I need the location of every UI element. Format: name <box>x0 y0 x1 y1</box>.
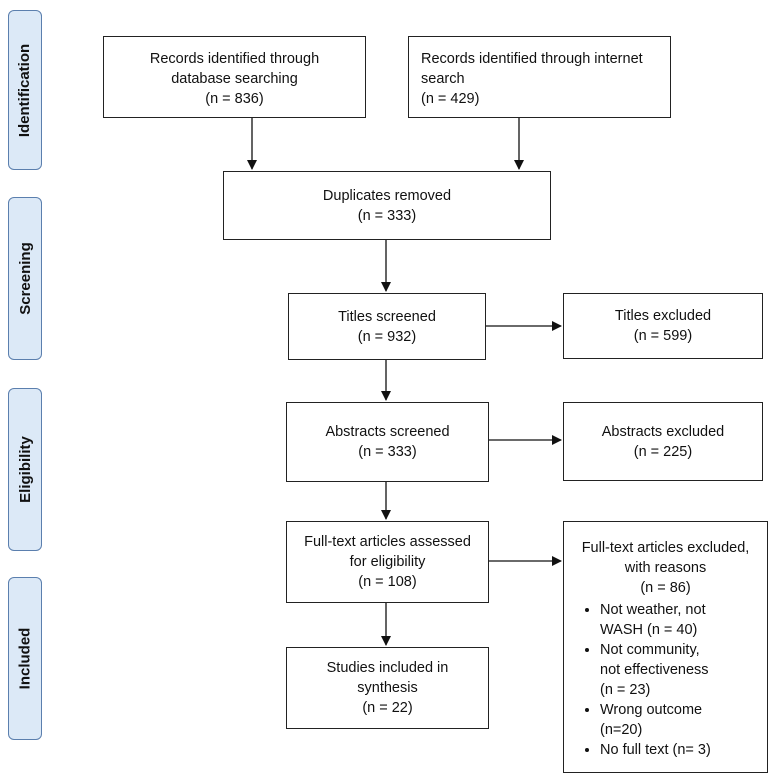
fulltext-assessed-line2: for eligibility <box>349 554 426 570</box>
duplicates-count: (n = 333) <box>357 207 417 224</box>
box-abstracts-screened: Abstracts screened (n = 333) <box>286 402 489 482</box>
database-line2: database searching <box>171 71 298 87</box>
exclusion-reason: Not community, not effectiveness (n = 23… <box>600 640 761 700</box>
titles-screened-label: Titles screened <box>338 308 436 325</box>
internet-line2: search <box>421 71 465 87</box>
included-line1: Studies included in <box>326 660 449 676</box>
reason-1-line1: Not weather, not <box>600 602 706 618</box>
abstracts-excluded-label: Abstracts excluded <box>601 423 725 440</box>
reason-3-line2: (n=20) <box>600 722 643 738</box>
reason-2-line3: (n = 23) <box>600 682 651 698</box>
stage-included: Included <box>8 577 42 740</box>
internet-line1: Records identified through internet <box>421 51 643 67</box>
reason-4-line1: No full text (n= 3) <box>600 742 711 758</box>
internet-count: (n = 429) <box>421 91 480 107</box>
exclusion-reason: Not weather, not WASH (n = 40) <box>600 600 761 640</box>
box-duplicates-removed: Duplicates removed (n = 333) <box>223 171 551 240</box>
abstracts-screened-count: (n = 333) <box>358 444 417 460</box>
box-database-records: Records identified through database sear… <box>103 36 366 118</box>
reason-3-line1: Wrong outcome <box>600 702 703 718</box>
database-count: (n = 836) <box>205 91 264 107</box>
box-titles-screened: Titles screened (n = 932) <box>288 293 486 360</box>
titles-excluded-count: (n = 599) <box>633 328 693 344</box>
reason-2-line1: Not community, <box>600 642 700 658</box>
fulltext-excluded-count: (n = 86) <box>640 580 691 596</box>
titles-screened-count: (n = 932) <box>357 328 417 345</box>
included-count: (n = 22) <box>362 700 413 716</box>
titles-excluded-label: Titles excluded <box>614 308 712 324</box>
exclusion-reason: Wrong outcome (n=20) <box>600 700 761 740</box>
exclusion-reasons-list: Not weather, not WASH (n = 40) Not commu… <box>570 600 761 760</box>
reason-2-line2: not effectiveness <box>600 662 709 678</box>
fulltext-assessed-line1: Full-text articles assessed <box>304 534 471 550</box>
reason-1-line2: WASH (n = 40) <box>600 622 698 638</box>
box-abstracts-excluded: Abstracts excluded (n = 225) <box>563 402 763 481</box>
stage-eligibility: Eligibility <box>8 388 42 551</box>
abstracts-excluded-count: (n = 225) <box>633 443 693 460</box>
stage-screening: Screening <box>8 197 42 360</box>
box-studies-included: Studies included in synthesis (n = 22) <box>286 647 489 729</box>
fulltext-assessed-count: (n = 108) <box>358 574 417 590</box>
stage-identification: Identification <box>8 10 42 170</box>
abstracts-screened-label: Abstracts screened <box>325 424 450 440</box>
box-fulltext-assessed: Full-text articles assessed for eligibil… <box>286 521 489 603</box>
included-line2: synthesis <box>357 680 418 696</box>
box-fulltext-excluded: Full-text articles excluded, with reason… <box>563 521 768 773</box>
fulltext-excluded-line1: Full-text articles excluded, <box>581 540 750 556</box>
duplicates-label: Duplicates removed <box>322 187 452 204</box>
box-internet-records: Records identified through internet sear… <box>408 36 671 118</box>
exclusion-reason: No full text (n= 3) <box>600 740 761 760</box>
database-line1: Records identified through <box>149 51 320 67</box>
box-titles-excluded: Titles excluded (n = 599) <box>563 293 763 359</box>
fulltext-excluded-line2: with reasons <box>624 560 707 576</box>
